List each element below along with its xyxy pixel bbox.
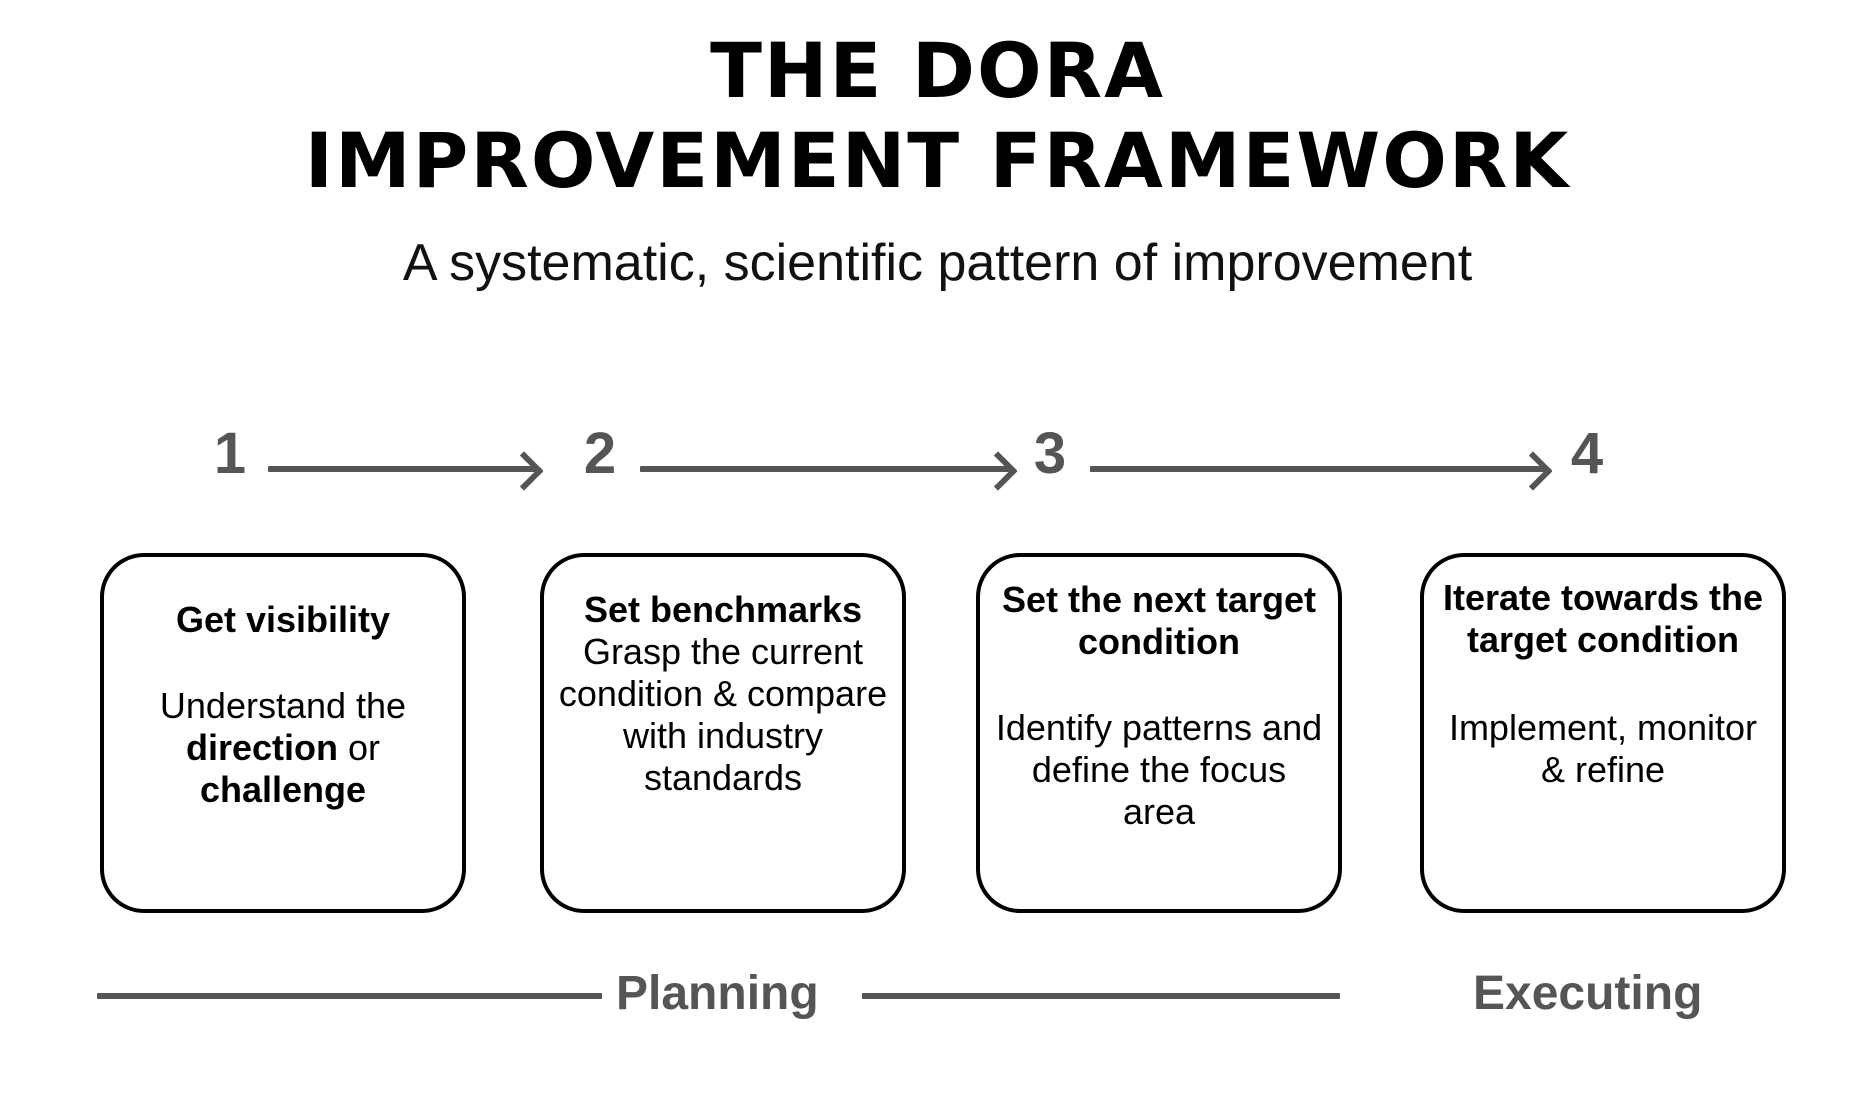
arrow-right-icon-3 bbox=[1090, 451, 1553, 491]
step-card-3: Set the next target condition Identify p… bbox=[976, 553, 1342, 913]
page-title: THE DORA IMPROVEMENT FRAMEWORK bbox=[0, 0, 1875, 205]
step-cards: Get visibility Understand the direction … bbox=[0, 553, 1875, 915]
page-title-line-1: THE DORA bbox=[710, 26, 1165, 115]
step-card-1: Get visibility Understand the direction … bbox=[100, 553, 466, 913]
phase-label-executing: Executing bbox=[1473, 967, 1703, 1020]
phase-label-planning: Planning bbox=[616, 967, 819, 1020]
phase-divider-line-left bbox=[97, 993, 602, 999]
phase-band: Planning Executing bbox=[0, 955, 1875, 1045]
phase-divider-line-right bbox=[862, 993, 1340, 999]
step-card-4-body: Implement, monitor & refine bbox=[1448, 707, 1758, 791]
step-number-2: 2 bbox=[583, 421, 617, 486]
arrow-head bbox=[504, 451, 544, 491]
arrow-shaft bbox=[640, 466, 1010, 472]
arrow-shaft bbox=[268, 466, 536, 472]
step-number-1: 1 bbox=[213, 421, 247, 486]
arrow-right-icon-1 bbox=[268, 451, 544, 491]
page-subtitle: A systematic, scientific pattern of impr… bbox=[402, 234, 1473, 293]
step-number-3: 3 bbox=[1033, 421, 1067, 486]
step-card-3-body: Identify patterns and define the focus a… bbox=[995, 707, 1323, 833]
step-card-1-title: Get visibility bbox=[175, 599, 391, 640]
step-card-1-body: Understand the direction or challenge bbox=[159, 685, 407, 811]
header: THE DORA IMPROVEMENT FRAMEWORK A systema… bbox=[0, 0, 1875, 293]
arrow-head bbox=[1513, 451, 1553, 491]
page-title-line-2: IMPROVEMENT FRAMEWORK bbox=[304, 115, 1571, 205]
arrow-head bbox=[978, 451, 1018, 491]
step-card-2-body: Grasp the current condition & compare wi… bbox=[558, 631, 888, 799]
step-card-4-title: Iterate towards the target condition bbox=[1442, 577, 1764, 661]
arrow-right-icon-2 bbox=[640, 451, 1018, 491]
step-card-4: Iterate towards the target condition Imp… bbox=[1420, 553, 1786, 913]
step-number-4: 4 bbox=[1570, 421, 1604, 486]
arrow-shaft bbox=[1090, 466, 1545, 472]
step-card-3-title: Set the next target condition bbox=[1001, 579, 1317, 663]
step-card-2-title: Set benchmarks bbox=[583, 589, 863, 630]
step-card-2: Set benchmarks Grasp the current conditi… bbox=[540, 553, 906, 913]
step-sequence: 1 2 3 4 bbox=[0, 418, 1875, 494]
